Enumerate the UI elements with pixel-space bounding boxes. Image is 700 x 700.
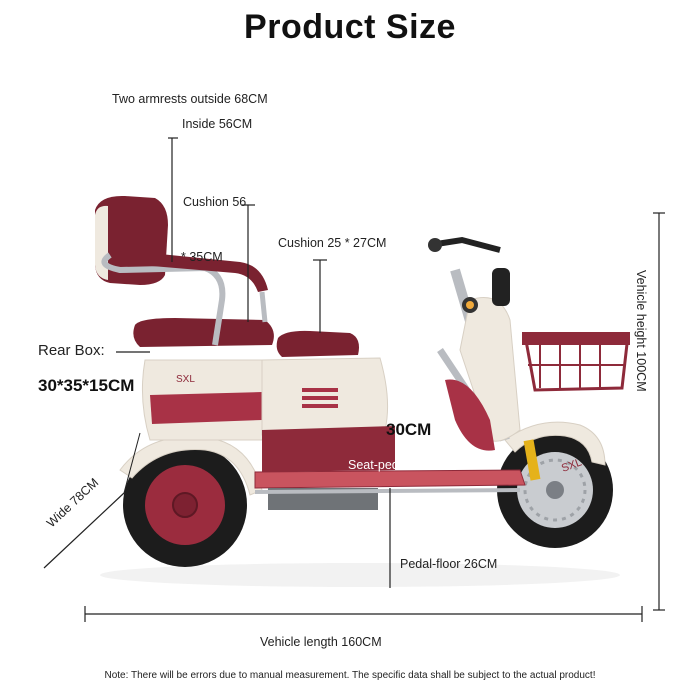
label-cushion-rear-depth: * 35CM bbox=[181, 250, 223, 264]
front-shock bbox=[523, 439, 541, 481]
label-armrests-inside: Inside 56CM bbox=[182, 117, 253, 131]
chassis-floor bbox=[254, 469, 526, 489]
front-basket bbox=[522, 332, 630, 392]
ground-shadow bbox=[100, 563, 620, 587]
rear-seat-cushion bbox=[133, 318, 274, 347]
front-fender bbox=[504, 421, 606, 466]
mirror bbox=[492, 268, 510, 306]
front-seat-cushion bbox=[276, 330, 359, 357]
label-rear-box-size: 30*35*15CM bbox=[38, 376, 135, 395]
dim-wide-diagonal-2 bbox=[123, 432, 141, 494]
label-vehicle-height: Vehicle height 100CM bbox=[634, 270, 648, 392]
label-vehicle-length: Vehicle length 160CM bbox=[260, 635, 382, 649]
body-logo: SXL bbox=[176, 374, 195, 385]
label-cushion-rear: Cushion 56 bbox=[183, 195, 247, 209]
label-armrests-outside: Two armrests outside 68CM bbox=[112, 92, 268, 106]
rear-wheel bbox=[123, 443, 247, 567]
disclaimer-note: Note: There will be errors due to manual… bbox=[104, 670, 596, 681]
mid-body-lower bbox=[262, 426, 395, 472]
label-30cm: 30CM bbox=[386, 420, 432, 439]
label-seat-pedal: Seat-pedal 40CM bbox=[348, 458, 446, 472]
rear-body-stripe bbox=[150, 392, 264, 424]
label-cushion-front: Cushion 25 * 27CM bbox=[278, 236, 387, 250]
label-pedal-floor: Pedal-floor 26CM bbox=[400, 557, 498, 571]
label-rear-box: Rear Box: bbox=[38, 342, 105, 359]
dim-wide-diagonal bbox=[43, 492, 125, 569]
page-title: Product Size bbox=[244, 8, 456, 46]
body-emblem bbox=[302, 388, 338, 408]
